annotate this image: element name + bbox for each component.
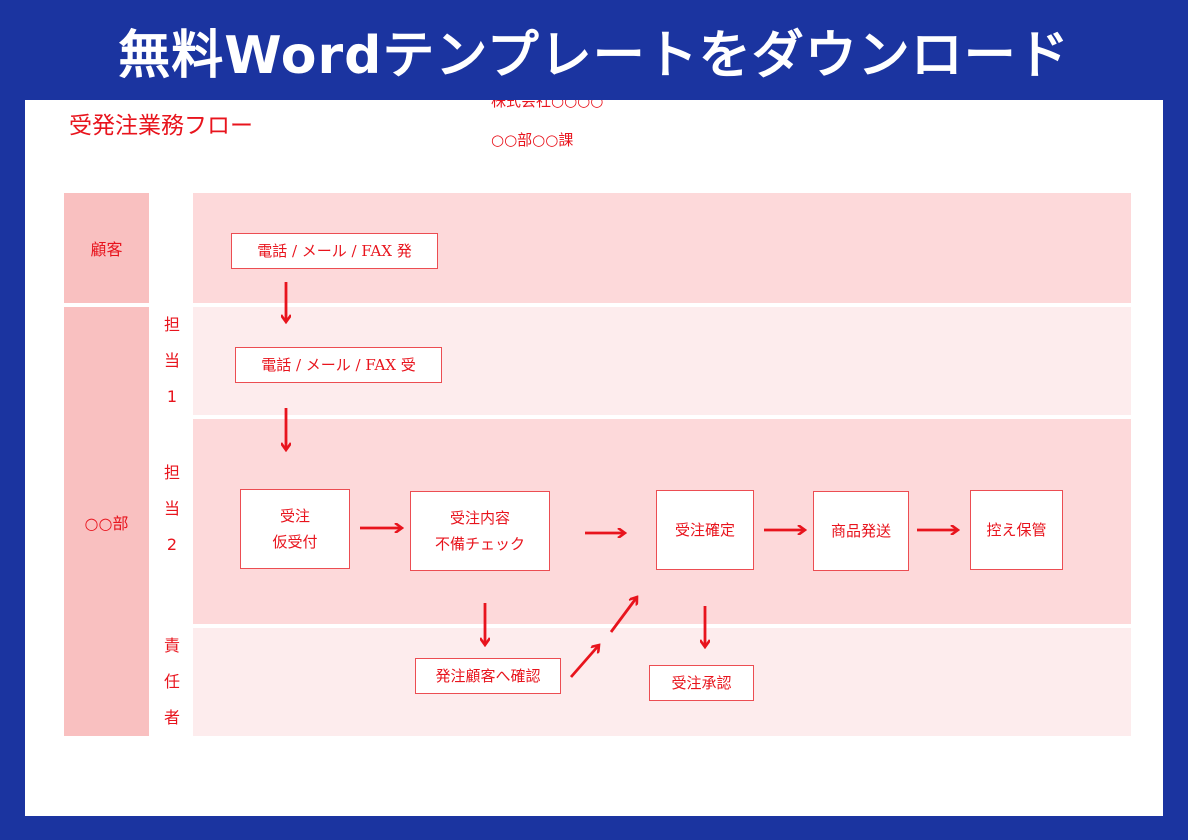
- sublane-char: 担: [163, 315, 180, 334]
- step-staff1-receive: 電話 / メール / FAX 受: [235, 347, 442, 383]
- step-archive-copy: 控え保管: [970, 490, 1063, 570]
- sublane-char: 1: [166, 387, 178, 406]
- sublane-header-staff2: 担 当 2: [154, 455, 190, 563]
- step-provisional-accept: 受注 仮受付: [240, 489, 350, 569]
- download-banner[interactable]: 無料Wordテンプレートをダウンロード: [0, 0, 1188, 100]
- step-order-confirm: 受注確定: [656, 490, 754, 570]
- step-content-check: 受注内容 不備チェック: [410, 491, 550, 571]
- sublane-char: 者: [163, 708, 180, 727]
- arrow-up-right-icon: [569, 645, 599, 678]
- lane-label-customer: 顧客: [90, 240, 123, 259]
- document-title: 受発注業務フロー: [69, 113, 253, 139]
- sublane-char: 任: [163, 672, 180, 691]
- step-customer-send: 電話 / メール / FAX 発: [231, 233, 438, 269]
- department-name: ○○部○○課: [491, 131, 574, 149]
- sublane-header-staff1: 担 当 1: [154, 307, 190, 415]
- sublane-char: 当: [163, 351, 180, 370]
- lane-header-department: ○○部: [64, 307, 149, 736]
- arrow-up-right-icon: [609, 597, 637, 633]
- step-order-approval: 受注承認: [649, 665, 754, 701]
- lane-label-department: ○○部: [84, 513, 129, 533]
- step-customer-confirm: 発注顧客へ確認: [415, 658, 561, 694]
- sublane-char: 責: [163, 636, 180, 655]
- sublane-char: 当: [163, 499, 180, 518]
- sublane-char: 2: [166, 535, 178, 554]
- sublane-header-manager: 責 任 者: [154, 628, 190, 736]
- lane-header-customer: 顧客: [64, 193, 149, 303]
- flow-arrows: [25, 282, 1163, 678]
- step-ship-goods: 商品発送: [813, 491, 909, 571]
- company-name: 株式会社○○○○: [491, 100, 604, 110]
- banner-title: 無料Wordテンプレートをダウンロード: [118, 25, 1070, 86]
- document-page: 受発注業務フロー 株式会社○○○○ ○○部○○課 顧客 ○○部 担 当 1 担 …: [25, 100, 1163, 816]
- sublane-char: 担: [163, 463, 180, 482]
